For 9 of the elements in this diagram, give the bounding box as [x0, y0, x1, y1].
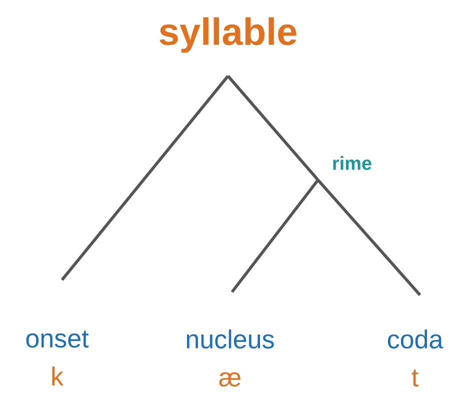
tree-branch	[226, 75, 320, 181]
tree-branch	[230, 179, 320, 293]
constituent-label: coda t	[388, 329, 444, 386]
constituent-label: nucleus æ	[186, 329, 274, 387]
tree-branch	[316, 179, 422, 296]
constituent-label: onset k	[26, 330, 89, 386]
title-label: syllable	[160, 17, 296, 53]
branch-label: rime	[333, 156, 372, 170]
tree-branch	[60, 75, 230, 281]
